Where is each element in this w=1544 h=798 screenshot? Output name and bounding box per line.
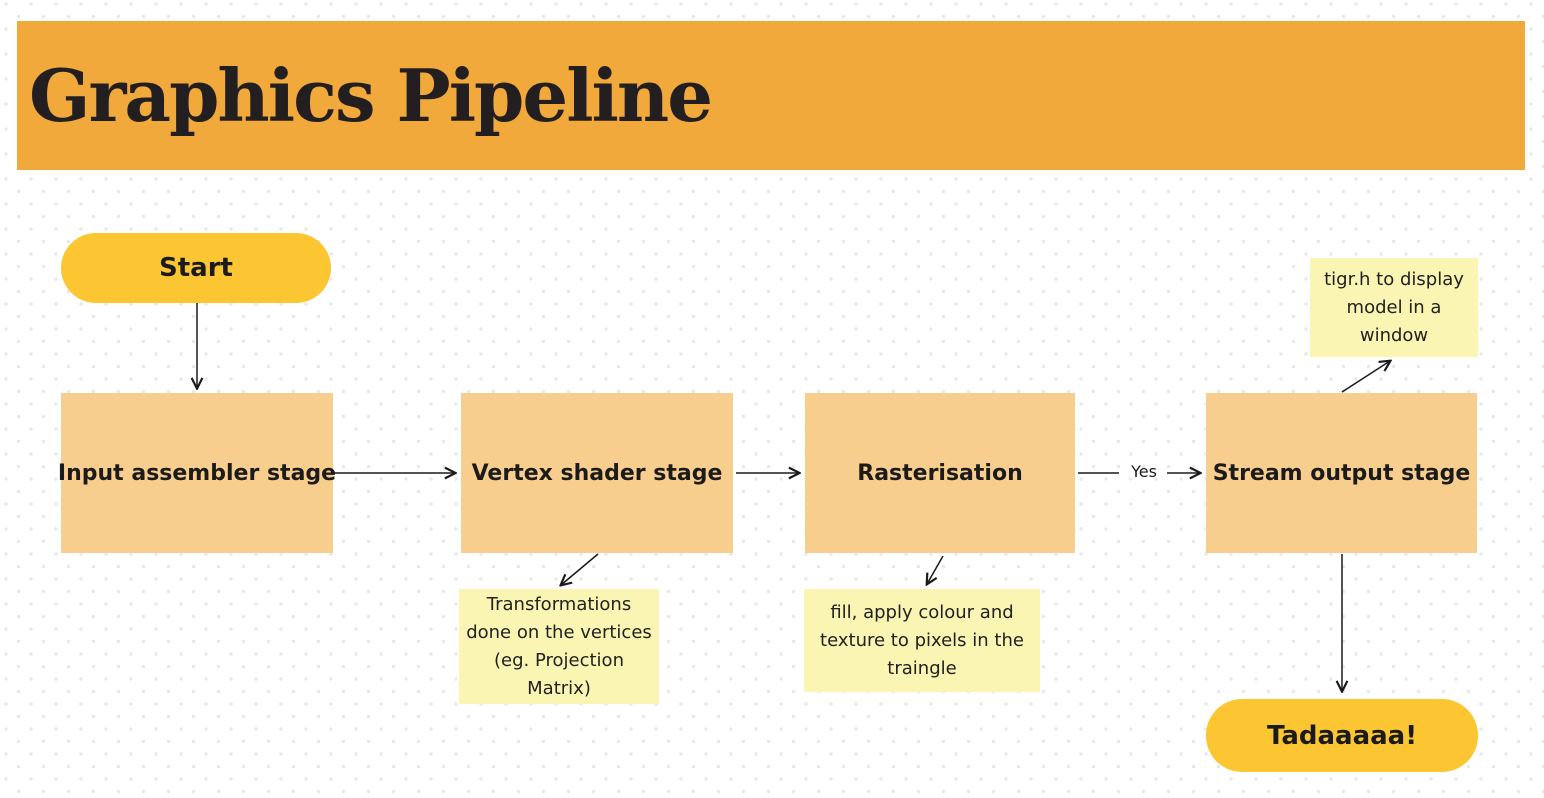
- page-title: Graphics Pipeline: [29, 52, 713, 138]
- note-fill-colour-texture: fill, apply colour and texture to pixels…: [804, 589, 1040, 692]
- arrow-vertex-to-note: [561, 553, 599, 585]
- note-tigr-display: tigr.h to display model in a window: [1310, 258, 1478, 357]
- end-node: Tadaaaaa!: [1206, 699, 1478, 772]
- note-text: Transformations done on the vertices (eg…: [466, 593, 652, 699]
- stage-label: Input assembler stage: [57, 460, 337, 486]
- stage-node-stream-output: Stream output stage: [1206, 393, 1477, 553]
- stage-node-vertex-shader: Vertex shader stage: [461, 393, 733, 553]
- note-transformations: Transformations done on the vertices (eg…: [459, 589, 659, 704]
- stage-node-input-assembler: Input assembler stage: [57, 393, 337, 553]
- arrow-rasterisation-to-note: [927, 555, 944, 584]
- edge-label-yes: Yes: [1131, 462, 1157, 481]
- start-node: Start: [61, 233, 331, 303]
- note-text: fill, apply colour and texture to pixels…: [820, 601, 1024, 679]
- start-node-label: Start: [159, 253, 233, 283]
- end-node-label: Tadaaaaa!: [1266, 720, 1418, 751]
- stage-label: Vertex shader stage: [471, 460, 723, 486]
- stage-node-rasterisation: Rasterisation: [805, 393, 1075, 553]
- stage-label: Rasterisation: [857, 460, 1023, 486]
- header-banner: Graphics Pipeline: [17, 21, 1525, 170]
- arrow-stream-output-to-note: [1341, 361, 1390, 393]
- note-text: tigr.h to display model in a window: [1324, 268, 1464, 346]
- stage-label: Stream output stage: [1212, 460, 1471, 486]
